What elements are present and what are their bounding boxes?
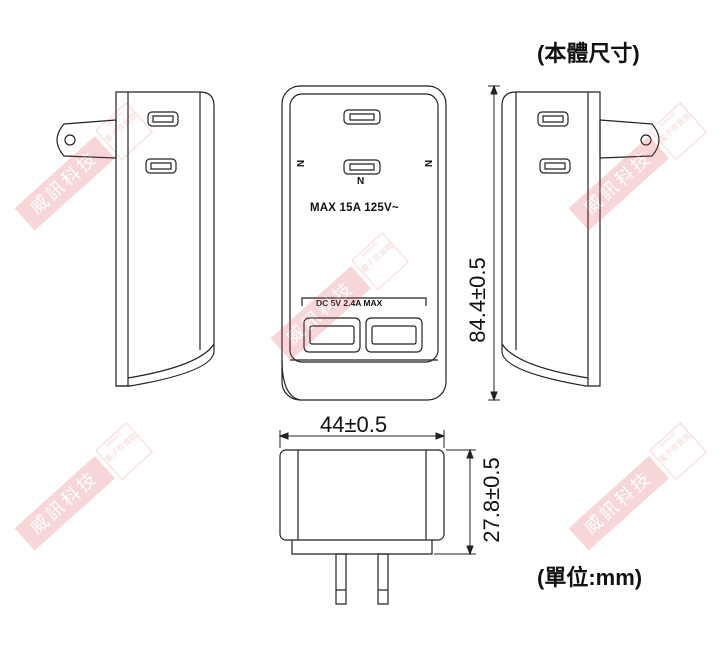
height-dimension: 84.4±0.5 bbox=[465, 257, 490, 343]
socket-rating: MAX 15A 125V~ bbox=[310, 202, 399, 214]
socket-mark-left: N bbox=[294, 159, 306, 168]
usb-rating: DC 5V 2.4A MAX bbox=[316, 298, 383, 308]
socket-mark-right: N bbox=[422, 159, 434, 168]
width-dimension: 44±0.5 bbox=[320, 412, 388, 437]
front-view bbox=[282, 86, 446, 400]
socket-mark-center: N bbox=[357, 176, 365, 187]
drawing-title: (本體尺寸) bbox=[537, 41, 640, 66]
bottom-view bbox=[280, 450, 444, 604]
right-side-view bbox=[502, 92, 659, 386]
dimension-lines bbox=[280, 86, 500, 554]
depth-dimension: 27.8±0.5 bbox=[479, 457, 504, 543]
left-side-view bbox=[57, 92, 214, 386]
unit-label: (單位:mm) bbox=[537, 565, 643, 590]
